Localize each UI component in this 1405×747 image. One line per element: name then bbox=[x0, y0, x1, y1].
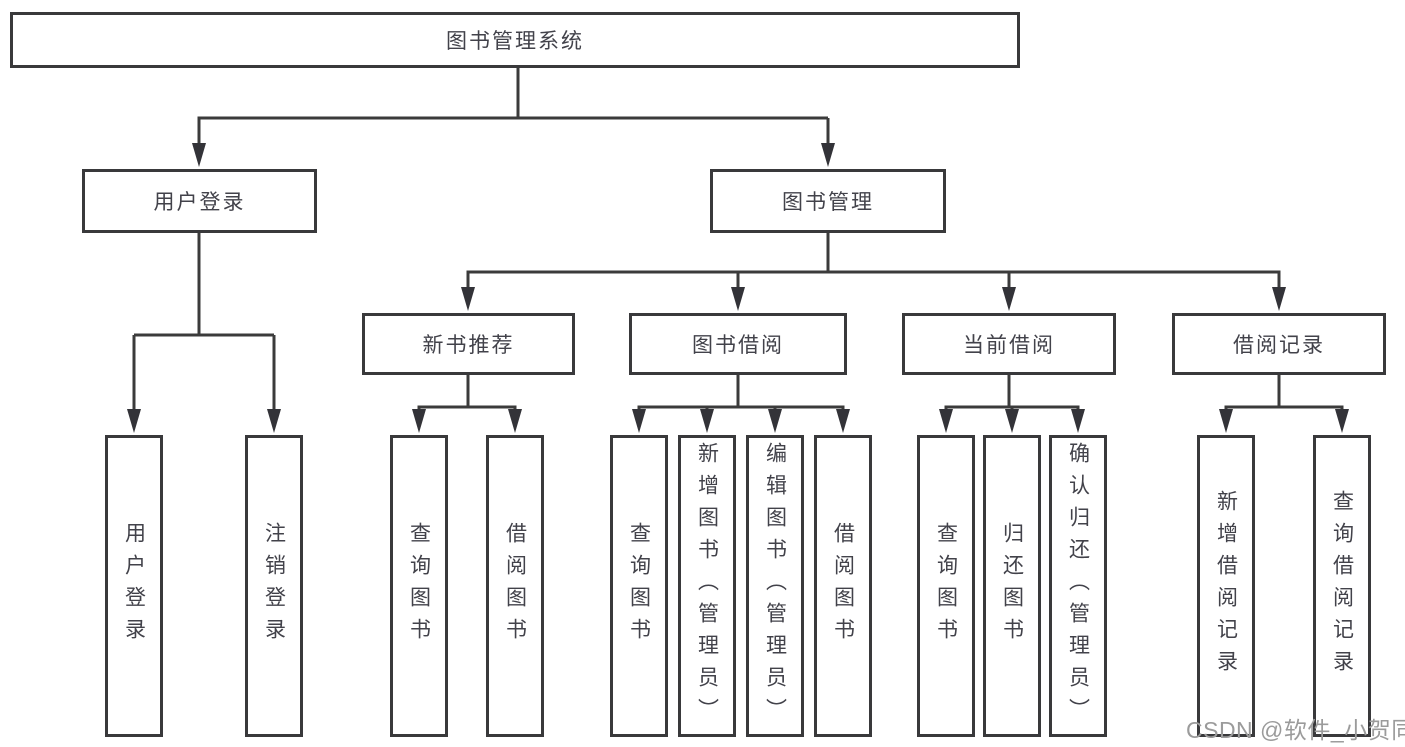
leaf-label: 用户登录 bbox=[122, 522, 146, 650]
node-book-borrowing: 图书借阅 bbox=[629, 313, 847, 375]
node-user-login: 用户登录 bbox=[82, 169, 317, 233]
leaf-query-books-recommend: 查询图书 bbox=[390, 435, 448, 737]
connector-root-to-level2 bbox=[197, 68, 830, 147]
leaf-query-books-current: 查询图书 bbox=[917, 435, 975, 737]
leaf-label: 注销登录 bbox=[262, 522, 286, 650]
arrow-down-icon bbox=[768, 409, 782, 433]
arrow-down-icon bbox=[1219, 409, 1233, 433]
arrow-down-icon bbox=[508, 409, 522, 433]
leaf-add-borrow-record: 新增借阅记录 bbox=[1197, 435, 1255, 737]
csdn-watermark: CSDN @软件_小贺同学 bbox=[1186, 717, 1405, 743]
leaf-confirm-return-admin: 确认归还（管理员） bbox=[1049, 435, 1107, 737]
arrow-down-icon bbox=[1071, 409, 1085, 433]
arrow-down-icon bbox=[700, 409, 714, 433]
leaf-label: 借阅图书 bbox=[831, 522, 855, 650]
node-label: 图书管理 bbox=[782, 191, 874, 214]
arrow-down-icon bbox=[127, 409, 141, 433]
node-book-management: 图书管理 bbox=[710, 169, 946, 233]
arrow-down-icon bbox=[821, 143, 835, 167]
leaf-label: 查询图书 bbox=[627, 522, 651, 650]
leaf-label: 查询图书 bbox=[407, 522, 431, 650]
connector-newbook-to-leaves bbox=[417, 375, 517, 414]
arrow-down-icon bbox=[939, 409, 953, 433]
arrow-down-icon bbox=[192, 143, 206, 167]
leaf-logout: 注销登录 bbox=[245, 435, 303, 737]
leaf-return-books: 归还图书 bbox=[983, 435, 1041, 737]
leaf-label: 查询图书 bbox=[934, 522, 958, 650]
node-borrowing-records: 借阅记录 bbox=[1172, 313, 1386, 375]
node-new-book-recommendation: 新书推荐 bbox=[362, 313, 575, 375]
leaf-label: 新增借阅记录 bbox=[1214, 490, 1238, 682]
node-label: 新书推荐 bbox=[422, 334, 515, 357]
node-label: 用户登录 bbox=[153, 191, 246, 214]
node-label: 图书借阅 bbox=[692, 334, 784, 357]
leaf-label: 借阅图书 bbox=[503, 522, 527, 650]
leaf-edit-book-admin: 编辑图书（管理员） bbox=[746, 435, 804, 737]
arrow-down-icon bbox=[1002, 287, 1016, 311]
leaf-borrow-books-recommend: 借阅图书 bbox=[486, 435, 544, 737]
leaf-label: 归还图书 bbox=[1000, 522, 1024, 650]
leaf-label: 查询借阅记录 bbox=[1330, 490, 1354, 682]
leaf-query-borrow-record: 查询借阅记录 bbox=[1313, 435, 1371, 737]
node-label: 图书管理系统 bbox=[446, 30, 584, 53]
connector-bookmgmt-to-level3 bbox=[466, 233, 1281, 293]
leaf-borrow-books: 借阅图书 bbox=[814, 435, 872, 737]
arrow-down-icon bbox=[1272, 287, 1286, 311]
arrow-down-icon bbox=[731, 287, 745, 311]
arrow-down-icon bbox=[1005, 409, 1019, 433]
node-label: 借阅记录 bbox=[1233, 334, 1325, 357]
arrow-down-icon bbox=[1335, 409, 1349, 433]
arrow-down-icon bbox=[632, 409, 646, 433]
arrow-down-icon bbox=[836, 409, 850, 433]
connector-userlogin-to-leaves bbox=[132, 233, 276, 413]
connector-bookborrow-to-leaves bbox=[637, 375, 845, 414]
connector-currentborrow-to-leaves bbox=[944, 375, 1080, 414]
arrow-down-icon bbox=[461, 287, 475, 311]
arrow-down-icon bbox=[412, 409, 426, 433]
leaf-label: 编辑图书（管理员） bbox=[763, 442, 787, 730]
arrow-down-icon bbox=[267, 409, 281, 433]
leaf-add-book-admin: 新增图书（管理员） bbox=[678, 435, 736, 737]
node-label: 当前借阅 bbox=[963, 334, 1055, 357]
leaf-query-books-borrow: 查询图书 bbox=[610, 435, 668, 737]
connector-records-to-leaves bbox=[1224, 375, 1344, 414]
node-current-borrowing: 当前借阅 bbox=[902, 313, 1116, 375]
leaf-user-login: 用户登录 bbox=[105, 435, 163, 737]
leaf-label: 确认归还（管理员） bbox=[1066, 442, 1090, 730]
leaf-label: 新增图书（管理员） bbox=[695, 442, 719, 730]
node-library-system: 图书管理系统 bbox=[10, 12, 1020, 68]
